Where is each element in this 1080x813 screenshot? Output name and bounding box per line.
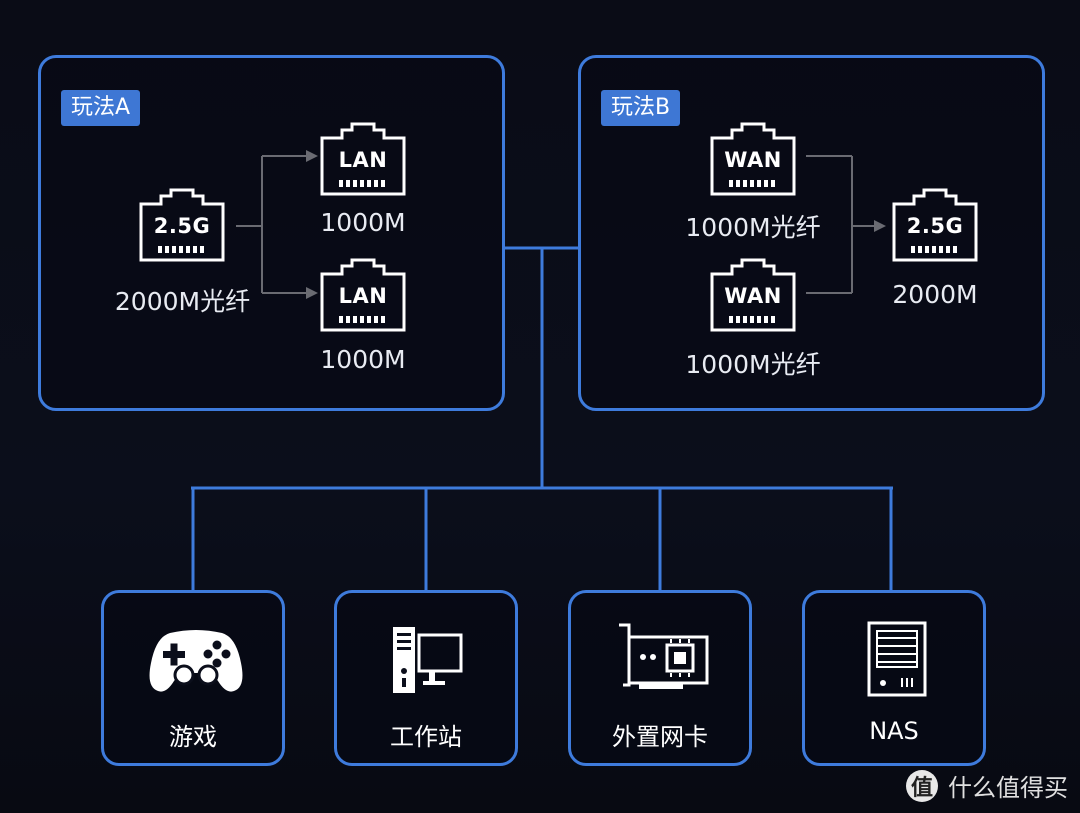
port-wan-1: WAN [710,122,796,196]
port-label: 2.5G [906,214,964,238]
workstation-icon [393,627,463,693]
panel-b-tag: 玩法B [601,90,681,127]
device-gaming: 游戏 [101,590,285,766]
ethernet-port-icon [710,122,796,196]
port-2-5g-source: 2.5G [139,188,225,262]
watermark: 值 什么值得买 [906,768,1068,803]
nas-icon [867,621,927,697]
input-caption-1: 1000M光纤 [685,213,821,242]
input-caption-2: 1000M光纤 [685,350,821,379]
port-wan-2: WAN [710,258,796,332]
source-caption: 2000M光纤 [114,287,251,316]
watermark-text: 什么值得买 [948,774,1068,802]
device-label: 游戏 [169,723,217,751]
network-card-icon [619,623,709,689]
ethernet-port-icon [320,258,406,332]
port-label: WAN [724,148,782,172]
output-caption-1: 1000M [320,208,406,237]
port-label: 2.5G [153,214,211,238]
port-2-5g-target: 2.5G [892,188,978,262]
watermark-badge: 值 [906,769,938,802]
port-label: LAN [338,148,388,172]
ethernet-port-icon [320,122,406,196]
output-caption-2: 1000M [320,345,406,374]
panel-a-tag: 玩法A [61,90,141,127]
port-label: WAN [724,284,782,308]
device-label: 外置网卡 [612,723,708,751]
gamepad-icon [149,630,243,692]
device-label: NAS [869,717,919,745]
device-network-card: 外置网卡 [568,590,752,766]
ethernet-port-icon [892,188,978,262]
ethernet-port-icon [139,188,225,262]
ethernet-port-icon [710,258,796,332]
device-label: 工作站 [390,723,462,751]
target-caption: 2000M [892,280,978,309]
port-lan-2: LAN [320,258,406,332]
port-lan-1: LAN [320,122,406,196]
device-nas: NAS [802,590,986,766]
port-label: LAN [338,284,388,308]
device-workstation: 工作站 [334,590,518,766]
